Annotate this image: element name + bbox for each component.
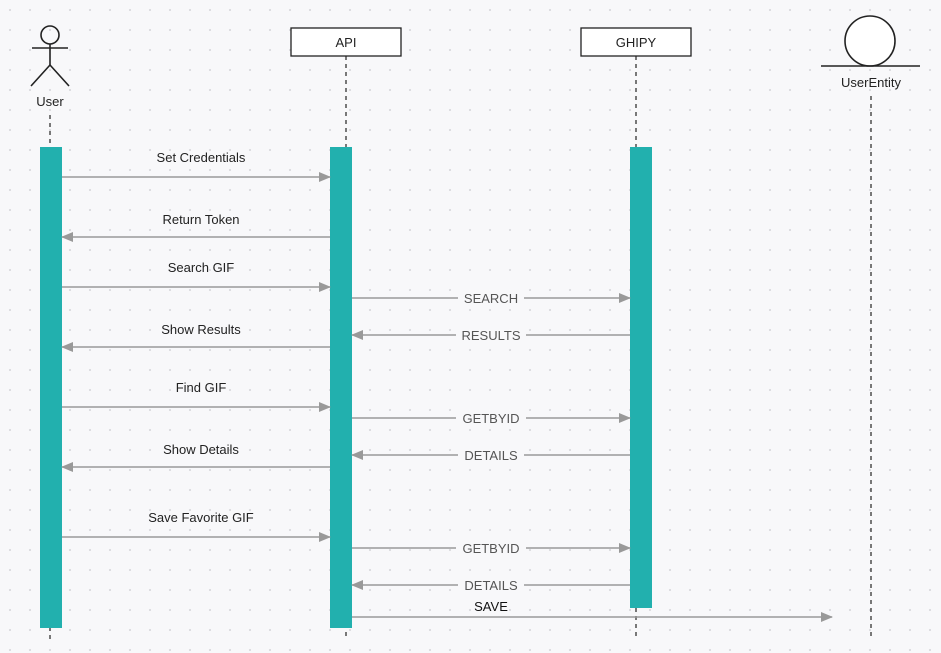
message-results[interactable]: RESULTS xyxy=(351,326,630,344)
participant-user-entity-label: UserEntity xyxy=(841,75,901,90)
message-label: DETAILS xyxy=(464,578,518,593)
activation-user xyxy=(40,147,62,628)
message-label: Show Results xyxy=(161,322,241,337)
messages: Set Credentials Return Token Search GIF … xyxy=(61,150,833,622)
message-label: DETAILS xyxy=(464,448,518,463)
participant-api-label: API xyxy=(336,35,357,50)
participant-ghipy-label: GHIPY xyxy=(616,35,657,50)
message-label-bg xyxy=(456,326,526,344)
message-find-gif[interactable]: Find GIF xyxy=(62,380,331,412)
message-label-bg xyxy=(458,289,524,307)
message-label: Find GIF xyxy=(176,380,227,395)
message-details-2[interactable]: DETAILS xyxy=(351,576,630,594)
participant-api-box xyxy=(290,27,402,57)
entity-circle-icon xyxy=(821,15,920,67)
message-label-bg xyxy=(456,539,526,557)
participant-ghipy[interactable]: GHIPY xyxy=(580,27,692,57)
message-label-bg xyxy=(456,409,526,427)
message-label: Show Details xyxy=(163,442,239,457)
message-search[interactable]: SEARCH xyxy=(352,289,631,307)
message-label: Save Favorite GIF xyxy=(148,510,254,525)
message-getbyid[interactable]: GETBYID xyxy=(352,409,631,427)
message-label: RESULTS xyxy=(462,328,521,343)
message-label-bg xyxy=(458,446,524,464)
message-label: Set Credentials xyxy=(157,150,246,165)
message-label-bg xyxy=(458,576,524,594)
message-return-token[interactable]: Return Token xyxy=(61,212,330,242)
message-details[interactable]: DETAILS xyxy=(351,446,630,464)
actor-stick-figure-icon xyxy=(30,25,70,87)
message-label: SAVE xyxy=(474,599,508,614)
message-save[interactable]: SAVE xyxy=(352,599,833,622)
message-label: Return Token xyxy=(162,212,239,227)
participant-api[interactable]: API xyxy=(290,27,402,57)
participant-user-entity[interactable]: UserEntity xyxy=(821,15,920,90)
message-show-details[interactable]: Show Details xyxy=(61,442,330,472)
message-label: Search GIF xyxy=(168,260,235,275)
activation-ghipy xyxy=(630,147,652,608)
activation-api xyxy=(330,147,352,628)
message-label: GETBYID xyxy=(462,411,519,426)
message-getbyid-2[interactable]: GETBYID xyxy=(352,539,631,557)
participant-user-label: User xyxy=(36,94,64,109)
message-set-credentials[interactable]: Set Credentials xyxy=(62,150,331,182)
message-show-results[interactable]: Show Results xyxy=(61,322,330,352)
message-search-gif[interactable]: Search GIF xyxy=(62,260,331,292)
message-save-favorite-gif[interactable]: Save Favorite GIF xyxy=(62,510,331,542)
message-label: GETBYID xyxy=(462,541,519,556)
message-label: SEARCH xyxy=(464,291,518,306)
participant-ghipy-box xyxy=(580,27,692,57)
participant-user[interactable]: User xyxy=(30,25,70,109)
